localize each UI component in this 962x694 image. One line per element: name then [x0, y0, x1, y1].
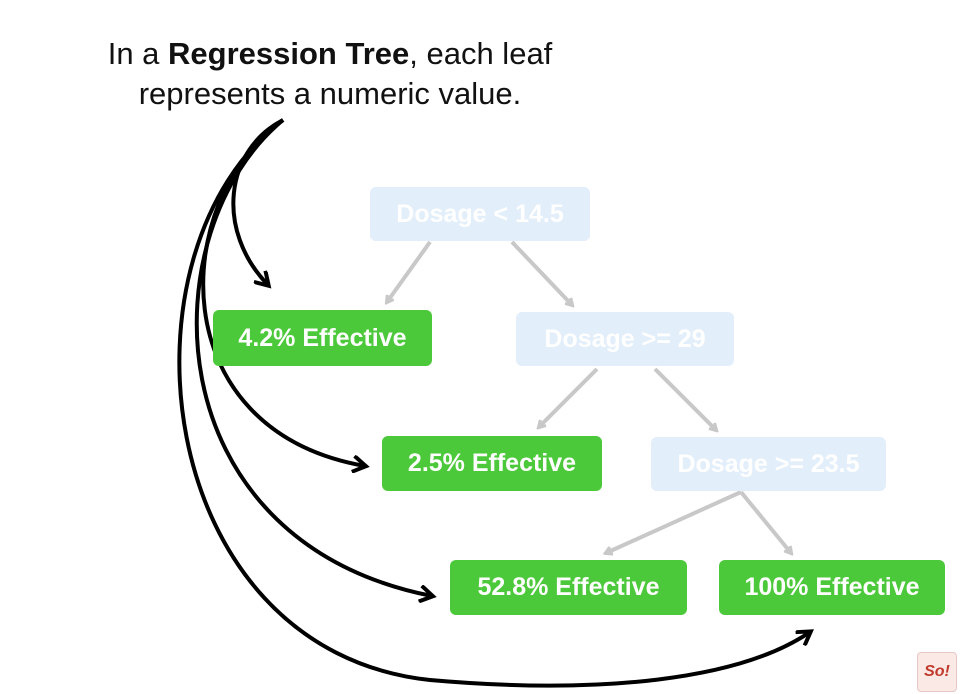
node-split-b: Dosage >= 29	[516, 312, 734, 366]
caption-line-1-prefix: In a	[107, 36, 169, 71]
caption-line-1: In a Regression Tree, each leaf	[70, 34, 590, 74]
node-split-d: Dosage >= 23.5	[651, 437, 886, 491]
edge-split-d-to-leaf-f	[739, 490, 791, 553]
caption-term: Regression Tree	[168, 36, 410, 71]
arrow-to-leaf-f	[177, 118, 810, 688]
logo-icon: So!	[917, 652, 957, 692]
leaf-node-a: 4.2% Effective	[213, 310, 432, 366]
edge-split-b-to-leaf-c	[539, 367, 599, 427]
edge-root-to-leaf-a	[387, 240, 432, 302]
edge-root-to-split-b	[510, 240, 572, 305]
caption-line-1-suffix: , each leaf	[409, 36, 553, 71]
edge-split-d-to-leaf-e	[606, 490, 742, 553]
leaf-node-f: 100% Effective	[719, 560, 945, 615]
arrow-to-leaf-e	[194, 118, 432, 596]
leaf-node-c: 2.5% Effective	[382, 436, 602, 491]
edge-split-b-to-split-d	[653, 367, 716, 430]
caption: In a Regression Tree, each leaf represen…	[70, 34, 590, 114]
caption-line-2: represents a numeric value.	[138, 76, 522, 111]
arrow-to-leaf-c	[201, 118, 365, 466]
leaf-node-e: 52.8% Effective	[450, 560, 687, 615]
node-root: Dosage < 14.5	[370, 187, 590, 241]
